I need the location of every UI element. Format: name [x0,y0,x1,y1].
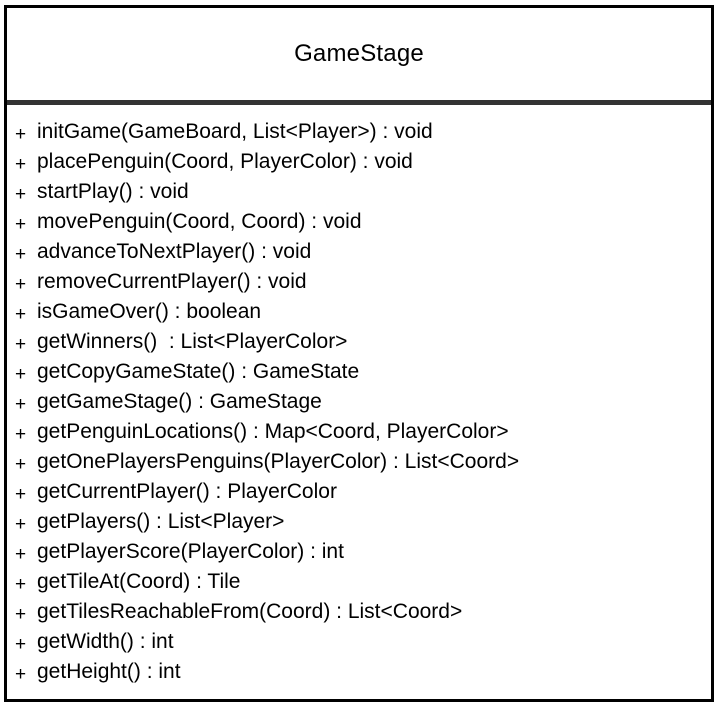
method-item: + removeCurrentPlayer() : void [15,267,711,297]
visibility-marker: + [15,364,27,385]
method-item: + getWinners() : List<PlayerColor> [15,327,711,357]
visibility-marker: + [15,304,27,325]
visibility-marker: + [15,514,27,535]
visibility-marker: + [15,424,27,445]
visibility-marker: + [15,244,27,265]
method-item: + getWidth() : int [15,627,711,657]
method-item: + getTileAt(Coord) : Tile [15,567,711,597]
method-signature: getPlayerScore(PlayerColor) : int [37,540,344,563]
method-item: + advanceToNextPlayer() : void [15,237,711,267]
method-signature: isGameOver() : boolean [37,300,262,323]
uml-class-box: GameStage + initGame(GameBoard, List<Pla… [4,5,714,702]
method-list: + initGame(GameBoard, List<Player>) : vo… [7,105,711,687]
class-header: GameStage [7,8,711,105]
method-signature: getOnePlayersPenguins(PlayerColor) : Lis… [37,450,520,473]
method-item: + movePenguin(Coord, Coord) : void [15,207,711,237]
method-item: + initGame(GameBoard, List<Player>) : vo… [15,117,711,147]
method-item: + placePenguin(Coord, PlayerColor) : voi… [15,147,711,177]
method-signature: startPlay() : void [37,180,189,203]
method-signature: getWidth() : int [37,630,174,653]
method-item: + getCurrentPlayer() : PlayerColor [15,477,711,507]
method-signature: advanceToNextPlayer() : void [37,240,312,263]
method-signature: getWinners() : List<PlayerColor> [37,330,348,353]
method-signature: getPenguinLocations() : Map<Coord, Playe… [37,420,509,443]
method-signature: removeCurrentPlayer() : void [37,270,307,293]
visibility-marker: + [15,604,27,625]
class-name: GameStage [294,40,424,67]
method-item: + getPenguinLocations() : Map<Coord, Pla… [15,417,711,447]
method-item: + getPlayers() : List<Player> [15,507,711,537]
visibility-marker: + [15,544,27,565]
method-item: + getHeight() : int [15,657,711,687]
visibility-marker: + [15,334,27,355]
method-signature: getCurrentPlayer() : PlayerColor [37,480,337,503]
method-signature: getCopyGameState() : GameState [37,360,360,383]
method-signature: getTileAt(Coord) : Tile [37,570,241,593]
visibility-marker: + [15,664,27,685]
method-signature: getPlayers() : List<Player> [37,510,285,533]
method-item: + getOnePlayersPenguins(PlayerColor) : L… [15,447,711,477]
method-item: + getPlayerScore(PlayerColor) : int [15,537,711,567]
visibility-marker: + [15,124,27,145]
method-item: + isGameOver() : boolean [15,297,711,327]
visibility-marker: + [15,154,27,175]
method-item: + startPlay() : void [15,177,711,207]
visibility-marker: + [15,484,27,505]
method-signature: getTilesReachableFrom(Coord) : List<Coor… [37,600,463,623]
visibility-marker: + [15,574,27,595]
visibility-marker: + [15,214,27,235]
method-item: + getTilesReachableFrom(Coord) : List<Co… [15,597,711,627]
method-signature: placePenguin(Coord, PlayerColor) : void [37,150,413,173]
visibility-marker: + [15,274,27,295]
method-item: + getCopyGameState() : GameState [15,357,711,387]
visibility-marker: + [15,454,27,475]
visibility-marker: + [15,184,27,205]
method-signature: movePenguin(Coord, Coord) : void [37,210,362,233]
visibility-marker: + [15,634,27,655]
method-signature: getHeight() : int [37,660,181,683]
method-signature: getGameStage() : GameStage [37,390,322,413]
method-signature: initGame(GameBoard, List<Player>) : void [37,120,433,143]
visibility-marker: + [15,394,27,415]
method-item: + getGameStage() : GameStage [15,387,711,417]
